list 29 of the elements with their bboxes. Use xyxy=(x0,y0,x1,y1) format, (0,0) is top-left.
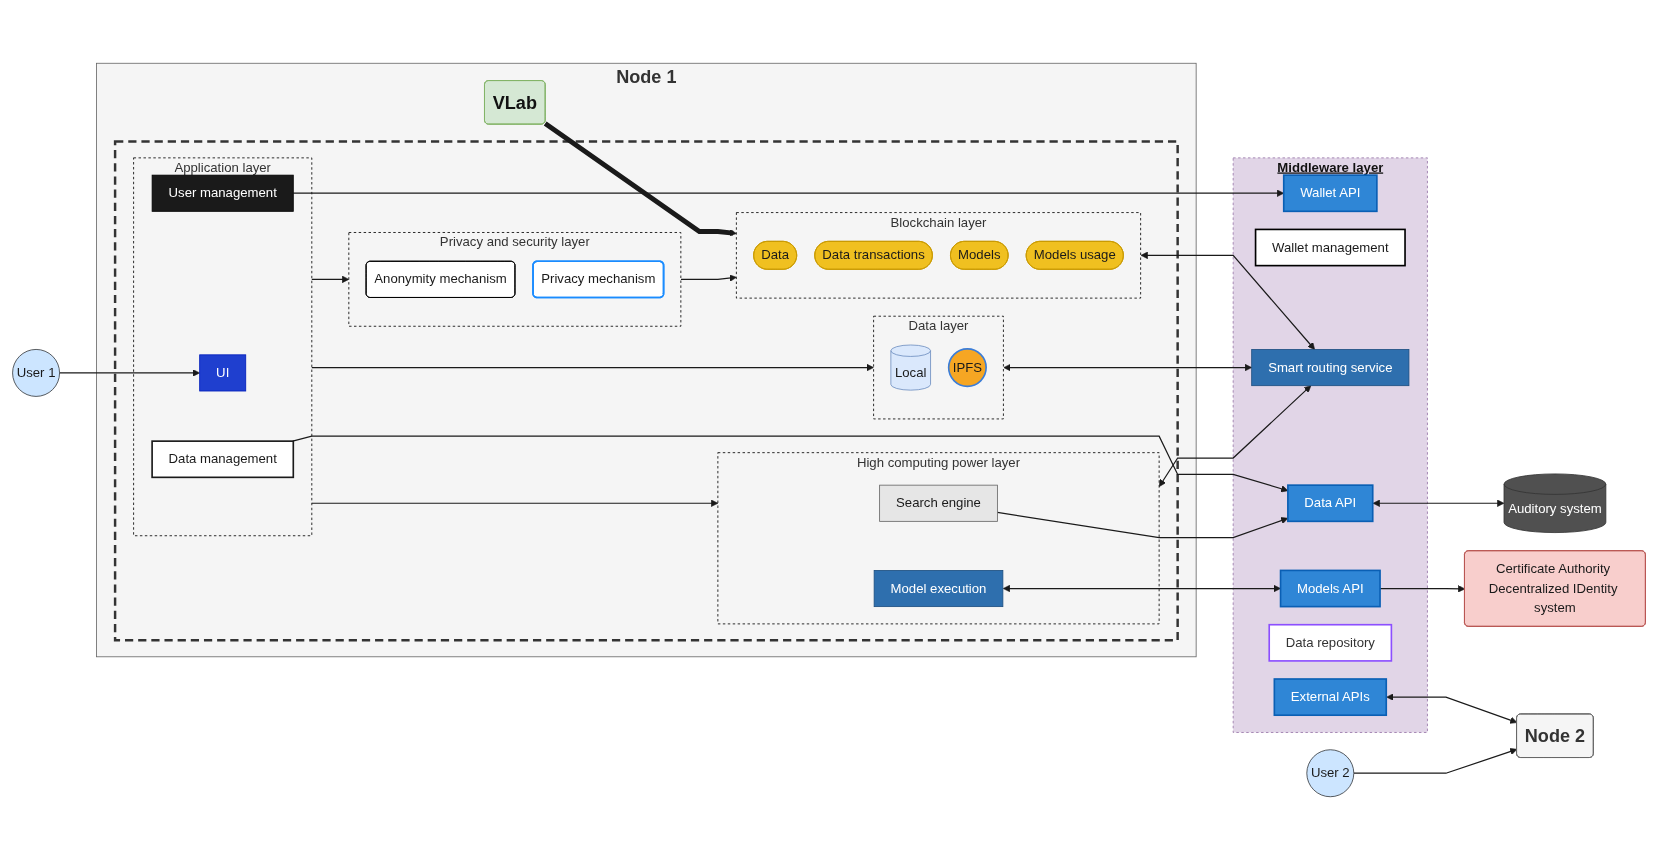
node-circle: IPFS xyxy=(947,348,987,388)
node-circle: User 2 xyxy=(1306,749,1355,798)
arrow xyxy=(311,275,350,283)
node-box: User management xyxy=(151,174,294,212)
node-circle: User 1 xyxy=(12,349,60,397)
node-box: UI xyxy=(199,354,247,392)
node-box: Wallet management xyxy=(1254,228,1406,267)
arrow xyxy=(1372,499,1505,507)
node-box: External APIs xyxy=(1273,678,1388,717)
arrow xyxy=(1353,748,1518,774)
node-box: Smart routing service xyxy=(1251,349,1410,387)
node-box: Wallet API xyxy=(1282,174,1378,213)
arrow xyxy=(311,363,874,372)
node-box: Data API xyxy=(1287,484,1374,523)
cluster xyxy=(113,140,1179,642)
arrow xyxy=(680,274,737,282)
arrow xyxy=(311,499,719,507)
arrow xyxy=(1003,363,1252,372)
arrow xyxy=(1159,385,1312,487)
arrow xyxy=(1386,693,1518,724)
arrow xyxy=(1002,584,1281,593)
node-box: Data repository xyxy=(1268,623,1393,662)
node-box: Models API xyxy=(1279,569,1381,608)
node-box: Search engine xyxy=(879,484,998,522)
arrow xyxy=(58,369,200,377)
arrow xyxy=(1140,251,1315,350)
node-box: Data management xyxy=(151,440,295,479)
node-box: Model execution xyxy=(873,570,1004,608)
arrow xyxy=(543,121,737,237)
